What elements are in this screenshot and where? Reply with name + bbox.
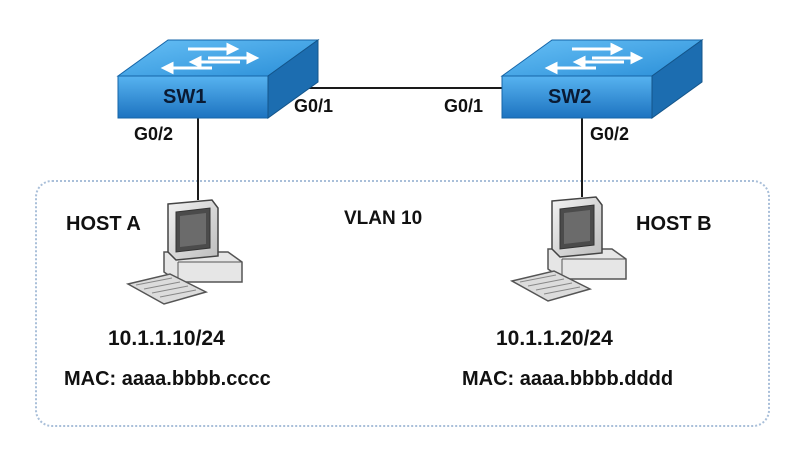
computer-host-a-icon [125,199,243,305]
sw1-host-port-label: G0/2 [134,124,174,144]
switch-sw2-label: SW2 [548,86,592,108]
host-b-mac: MAC: aaaa.bbbb.dddd [462,368,674,390]
host-a-ip: 10.1.1.10/24 [108,327,225,350]
switch-sw1-icon [116,39,320,119]
host-a-mac: MAC: aaaa.bbbb.cccc [64,368,271,390]
vlan-region [35,180,770,427]
host-b-ip: 10.1.1.20/24 [496,327,613,350]
sw2-host-port-label: G0/2 [590,124,630,144]
sw2-uplink-port-label: G0/1 [444,96,484,116]
vlan-label: VLAN 10 [344,208,423,229]
host-a-name: HOST A [66,213,141,235]
computer-host-b-icon [509,196,627,302]
switch-sw2-icon [500,39,704,119]
host-b-name: HOST B [636,213,712,235]
switch-sw1-label: SW1 [163,86,207,108]
sw1-uplink-port-label: G0/1 [294,96,334,116]
